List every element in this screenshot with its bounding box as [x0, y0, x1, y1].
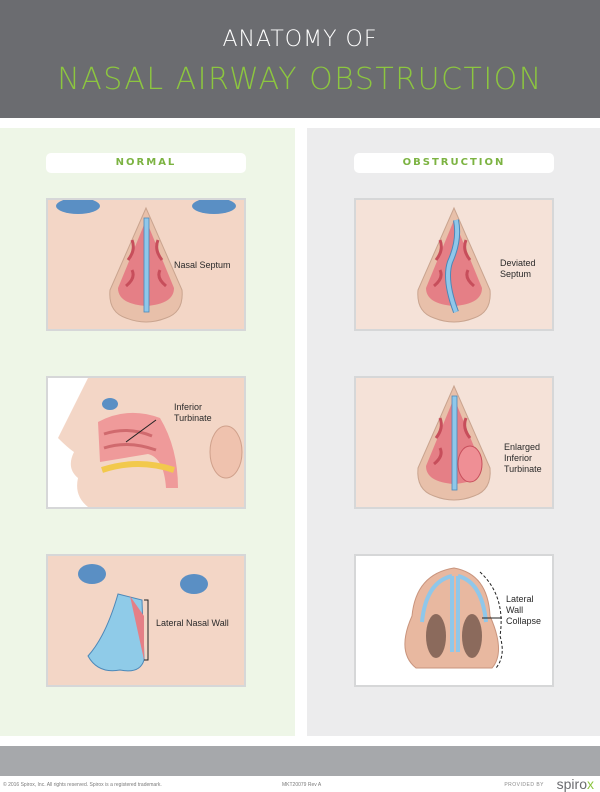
head-profile-icon	[48, 378, 244, 507]
normal-heading: NORMAL	[46, 153, 246, 173]
nose-underside-icon	[356, 556, 552, 685]
deviated-septum-illustration: Deviated Septum	[354, 198, 554, 331]
document-id: MKT20079 Rev A	[282, 782, 322, 788]
lateral-wall-collapse-label: Lateral Wall Collapse	[506, 594, 542, 626]
provided-by-text: PROVIDED BY	[504, 782, 544, 788]
title-line-2: NASAL AIRWAY OBSTRUCTION	[57, 62, 543, 97]
title-banner: ANATOMY OF NASAL AIRWAY OBSTRUCTION	[0, 0, 600, 118]
footer-bar	[0, 746, 600, 776]
deviated-septum-label: Deviated Septum	[500, 258, 536, 279]
nose-frontal-icon	[356, 200, 552, 329]
enlarged-turbinate-label: Enlarged Inferior Turbinate	[504, 442, 542, 474]
nose-lateral-icon	[48, 556, 244, 685]
nasal-septum-label: Nasal Septum	[174, 260, 231, 270]
copyright-text: © 2016 Spirox, Inc. All rights reserved.…	[3, 782, 162, 788]
enlarged-turbinate-illustration: Enlarged Inferior Turbinate	[354, 376, 554, 509]
nose-frontal-icon	[48, 200, 244, 329]
title-line-1: ANATOMY OF	[222, 27, 378, 52]
spirox-logo: spirox	[556, 776, 594, 792]
inferior-turbinate-label: Inferior Turbinate	[174, 402, 212, 423]
nose-frontal-icon	[356, 378, 552, 507]
lateral-nasal-wall-label: Lateral Nasal Wall	[156, 618, 229, 628]
normal-septum-illustration: Nasal Septum	[46, 198, 246, 331]
obstruction-heading: OBSTRUCTION	[354, 153, 554, 173]
lateral-wall-collapse-illustration: Lateral Wall Collapse	[354, 554, 554, 687]
normal-turbinate-illustration: Inferior Turbinate	[46, 376, 246, 509]
normal-lateral-wall-illustration: Lateral Nasal Wall	[46, 554, 246, 687]
